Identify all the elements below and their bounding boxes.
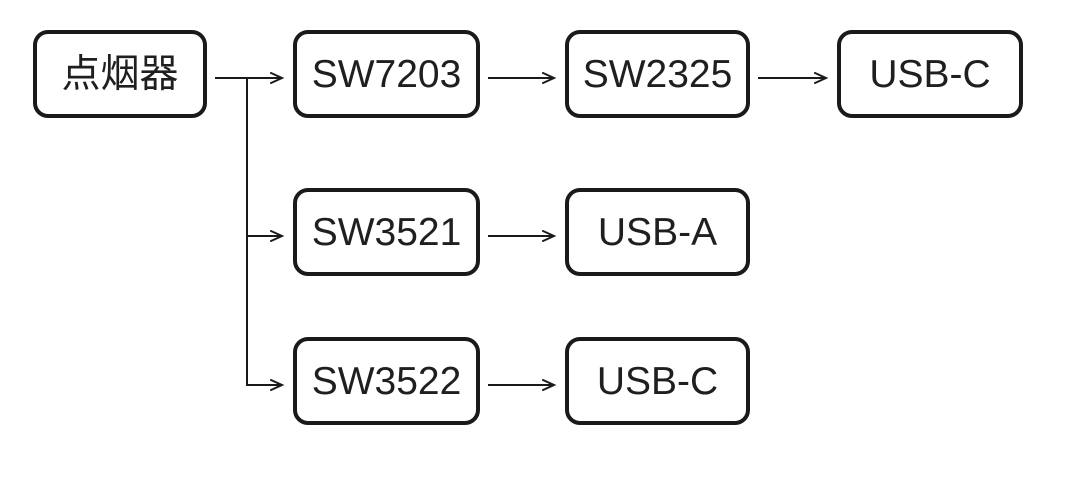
node-sw3522: SW3522: [293, 337, 480, 425]
node-usbc-top: USB-C: [837, 30, 1023, 118]
node-label: USB-A: [597, 210, 718, 254]
node-label: USB-C: [869, 52, 991, 96]
node-label: SW3521: [311, 210, 462, 254]
node-label: USB-C: [596, 359, 719, 403]
node-sw7203: SW7203: [293, 30, 480, 118]
node-label: 点烟器: [61, 52, 179, 96]
node-sw2325: SW2325: [565, 30, 750, 118]
node-lighter: 点烟器: [33, 30, 207, 118]
node-sw3521: SW3521: [293, 188, 480, 276]
node-label: SW2325: [582, 52, 733, 96]
node-usbc-bottom: USB-C: [565, 337, 750, 425]
edge-lighter-to-sw3522: [246, 78, 285, 391]
node-usba: USB-A: [565, 188, 750, 276]
edge-lighter-to-sw3521: [246, 78, 285, 242]
node-label: SW3522: [311, 359, 462, 403]
node-label: SW7203: [311, 52, 462, 96]
